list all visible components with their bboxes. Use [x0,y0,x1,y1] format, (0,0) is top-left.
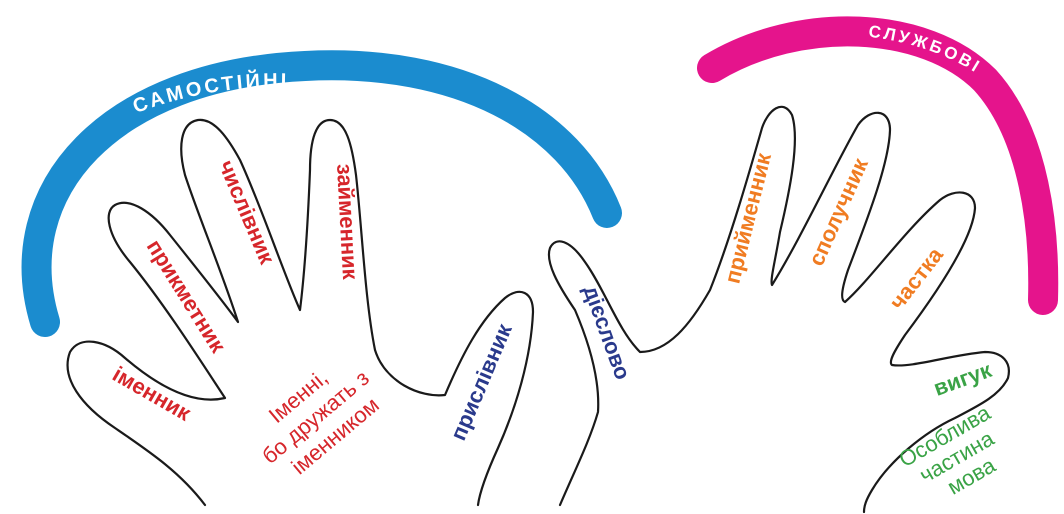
numeral-label: числівник [214,157,280,269]
interjection-note: Особлива частина мова [895,397,1024,514]
preposition-label: прийменник [719,149,776,285]
right-hand-outline [547,105,1010,514]
nominal-note: Іменні, бо дружать з іменником [240,341,396,490]
verb-label: дієслово [578,282,635,383]
interjection-label: вигук [930,357,995,401]
auxiliary-arc [697,16,1059,315]
conjunction-label: сполучник [803,153,873,269]
pronoun-label: займенник [332,163,363,281]
particle-label: частка [884,242,948,314]
independent-arc [21,50,622,337]
left-hand-outline [66,118,535,507]
independent-title: САМОСТІЙНІ [130,68,290,118]
